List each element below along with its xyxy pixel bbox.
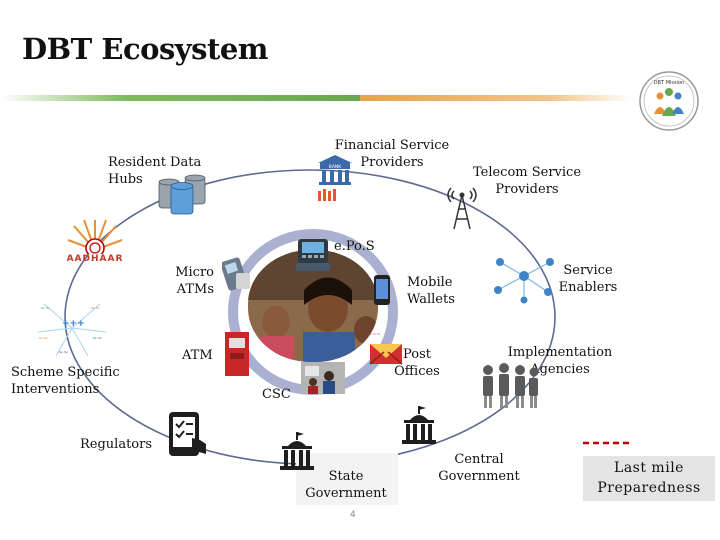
scheme-word-cloud: +++ ~~ ~~ ~~ ~~ ~~ [34, 296, 110, 364]
state-government-box [296, 453, 398, 505]
slide-title: DBT Ecosystem [22, 32, 268, 66]
svg-text:~~: ~~ [40, 305, 50, 312]
label-post-offices: Post Offices [394, 347, 440, 379]
state-government-building-icon [276, 430, 320, 478]
page-number: 4 [350, 510, 356, 520]
label-mobile-wallets: Mobile Wallets [407, 275, 455, 307]
epos-terminal-icon [294, 235, 332, 277]
agencies-people-icon [478, 360, 542, 414]
micro-atm-device-icon [220, 255, 252, 295]
last-mile-preparedness-box: Last mile Preparedness [583, 456, 715, 501]
network-people-icon [490, 252, 558, 308]
central-government-building-icon [398, 404, 442, 452]
dbt-mission-logo: DBT Mission [638, 70, 700, 132]
bank-icon: BANK [316, 153, 354, 209]
tablet-checklist-icon [166, 410, 208, 466]
label-csc: CSC [262, 387, 291, 402]
svg-text:~~~: ~~~ [368, 332, 381, 338]
label-telecom-service-providers: Telecom Service Providers [472, 165, 582, 197]
svg-text:~~: ~~ [92, 335, 102, 342]
header-bar-orange [360, 95, 632, 101]
label-epos: e.Po.S [334, 239, 375, 254]
logo-text: DBT Mission [654, 80, 684, 86]
csc-photo [301, 362, 345, 398]
label-regulators: Regulators [80, 437, 153, 452]
label-central-government: Central Government [438, 452, 520, 484]
label-implementation-agencies: Implementation Agencies [507, 345, 613, 377]
label-state-government: State Government [305, 469, 387, 501]
label-atm: ATM [182, 348, 213, 363]
aadhaar-logo: AADHAAR [64, 214, 126, 270]
svg-text:~~: ~~ [90, 305, 100, 312]
svg-text:~~: ~~ [38, 335, 48, 342]
label-resident-data-hubs: Resident Data Hubs [108, 155, 202, 187]
header-bar-green [0, 95, 360, 101]
label-financial-service-providers: Financial Service Providers [334, 138, 450, 170]
svg-text:~~: ~~ [58, 349, 68, 356]
india-post-logo: ~~~ [364, 330, 408, 376]
label-scheme-specific-interventions: Scheme Specific Interventions [11, 365, 120, 397]
atm-machine-icon [224, 331, 250, 381]
label-service-enablers: Service Enablers [558, 263, 618, 295]
database-icon [155, 170, 209, 220]
telecom-tower-icon [446, 185, 478, 235]
aadhaar-text: AADHAAR [66, 254, 124, 264]
bank-sign: BANK [329, 164, 343, 170]
label-micro-atms: Micro ATMs [175, 265, 214, 297]
svg-text:+++: +++ [62, 319, 85, 329]
mobile-phone-icon [373, 274, 391, 310]
